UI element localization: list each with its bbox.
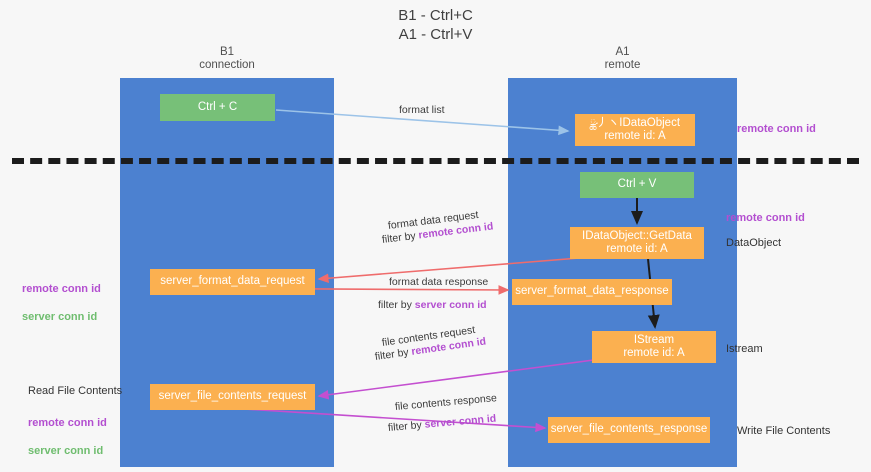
- filter-key-server-conn-id: server conn id: [414, 299, 487, 311]
- box-istream-subtitle: remote id: A: [623, 347, 685, 359]
- box-istream[interactable]: IStream remote id: A: [592, 331, 716, 363]
- box-idataobject[interactable]: ྪ⼃ヽIDataObject remote id: A: [575, 114, 695, 146]
- flow-label-file-contents-response-filter: filter by server conn id: [387, 412, 496, 435]
- note-remote-conn-id: remote conn id: [28, 417, 107, 429]
- box-server-format-data-response[interactable]: server_format_data_response: [512, 279, 672, 305]
- box-idataobject-title: ྪ⼃ヽIDataObject: [589, 116, 681, 129]
- diagram-title: B1 - Ctrl+C A1 - Ctrl+V: [398, 7, 473, 43]
- note-left-conn-ids-bottom: remote conn id server conn id: [28, 402, 107, 472]
- box-ctrl-v-label: Ctrl + V: [617, 178, 657, 191]
- note-remote-conn-id-mid: remote conn id: [726, 212, 805, 224]
- lane-header-a1: A1 remote: [604, 46, 641, 71]
- box-istream-title: IStream: [633, 333, 675, 346]
- box-server-file-contents-response[interactable]: server_file_contents_response: [548, 417, 710, 443]
- note-left-conn-ids-mid: remote conn id server conn id: [22, 268, 101, 338]
- box-ctrl-c-label: Ctrl + C: [197, 100, 238, 113]
- lane-header-b1: B1 connection: [199, 46, 255, 71]
- note-remote-conn-id-top: remote conn id: [737, 123, 816, 135]
- note-write-file-contents: Write File Contents: [737, 425, 831, 437]
- box-server-file-contents-request[interactable]: server_file_contents_request: [150, 384, 315, 410]
- box-sfdresp-label: server_format_data_response: [515, 285, 669, 298]
- box-sfcresp-label: server_file_contents_response: [550, 423, 708, 436]
- box-sfdreq-label: server_format_data_request: [160, 275, 305, 288]
- flow-label-format-data-response: format data response: [389, 276, 489, 288]
- flow-label-format-data-response-filter: filter by server conn id: [378, 298, 487, 312]
- note-read-file-contents: Read File Contents: [28, 385, 123, 397]
- filter-prefix: filter by: [378, 299, 415, 311]
- note-remote-conn-id: remote conn id: [22, 283, 101, 295]
- note-istream: Istream: [726, 343, 763, 355]
- note-dataobject: DataObject: [726, 237, 782, 249]
- filter-prefix: filter by: [381, 229, 420, 246]
- box-idataobject-subtitle: remote id: A: [604, 130, 666, 142]
- flow-label-file-contents-response: file contents response: [394, 392, 498, 413]
- flow-label-format-list: format list: [399, 104, 445, 116]
- note-server-conn-id: server conn id: [28, 445, 104, 457]
- phase-divider: [12, 158, 859, 164]
- box-idataobject-getdata[interactable]: IDataObject::GetData remote id: A: [570, 227, 704, 259]
- filter-prefix: filter by: [374, 345, 413, 363]
- box-ctrl-v[interactable]: Ctrl + V: [580, 172, 694, 198]
- filter-prefix: filter by: [387, 418, 426, 434]
- box-sfcreq-label: server_file_contents_request: [158, 390, 307, 403]
- filter-key-server-conn-id: server conn id: [424, 412, 497, 431]
- note-server-conn-id: server conn id: [22, 311, 98, 323]
- box-ctrl-c[interactable]: Ctrl + C: [160, 94, 275, 121]
- box-server-format-data-request[interactable]: server_format_data_request: [150, 269, 315, 295]
- box-getdata-subtitle: remote id: A: [606, 243, 668, 255]
- box-getdata-title: IDataObject::GetData: [582, 229, 692, 242]
